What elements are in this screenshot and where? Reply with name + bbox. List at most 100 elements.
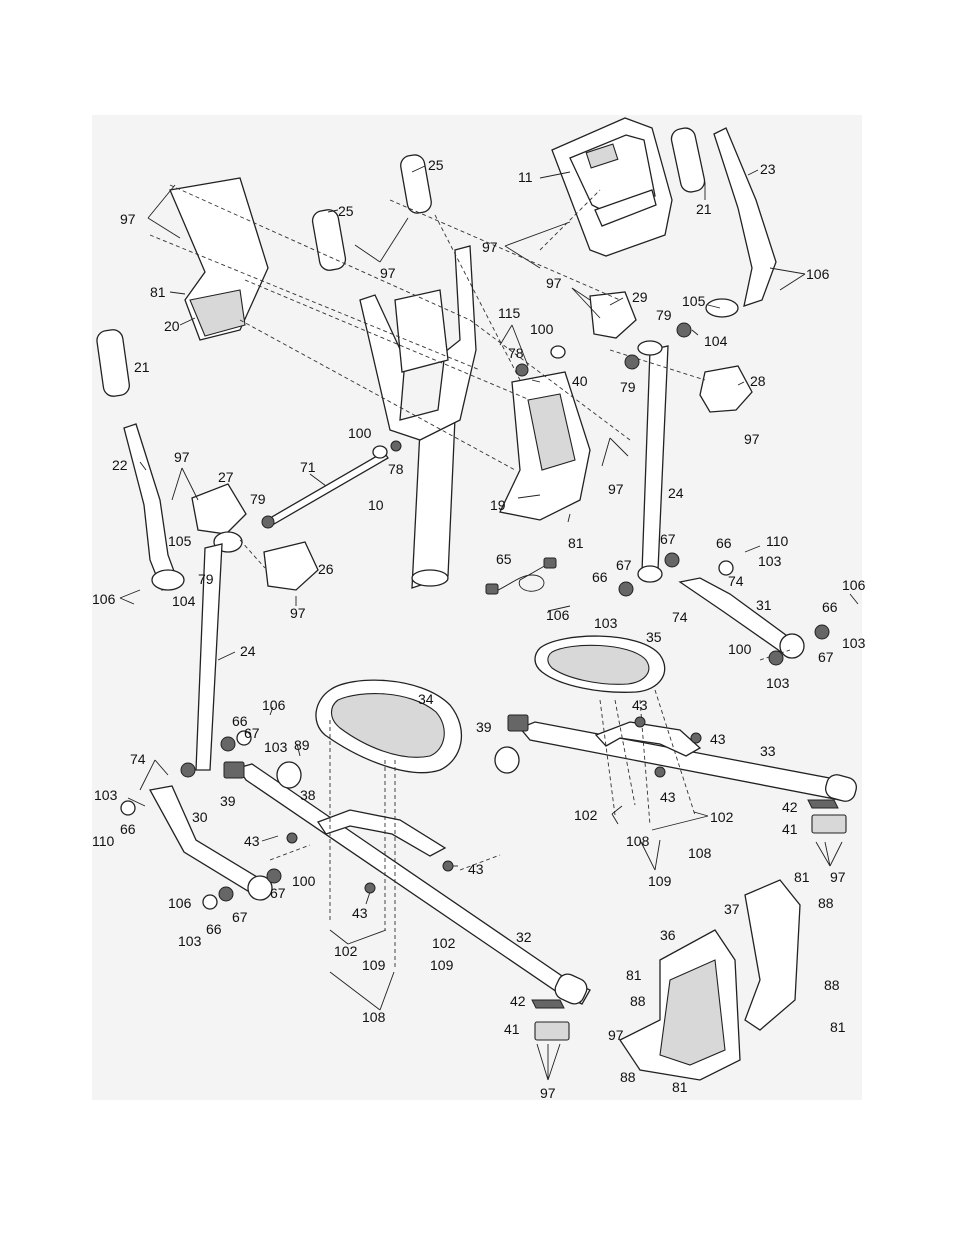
callout-label: 88 [630,993,646,1009]
callout-label: 79 [620,379,636,395]
callout-label: 22 [112,457,128,473]
callout-label: 78 [508,345,524,361]
callout-label: 108 [626,833,650,849]
callout-label: 104 [172,593,196,609]
callout-label: 97 [608,1027,624,1043]
callout-label: 102 [432,935,456,951]
callout-label: 105 [168,533,192,549]
callout-label: 66 [716,535,732,551]
callout-label: 106 [92,591,116,607]
callout-label: 66 [822,599,838,615]
power-cord-part [485,557,557,595]
callout-label: 103 [842,635,866,651]
callout-label: 110 [766,533,789,549]
callout-label: 88 [620,1069,636,1085]
callout-label: 97 [540,1085,556,1101]
callout-label: 103 [758,553,782,569]
callout-label: 67 [232,909,248,925]
callout-label: 100 [292,873,316,889]
callout-label: 108 [688,845,712,861]
callout-label: 65 [496,551,512,567]
shroud-26-27-parts [191,483,319,591]
callout-label: 43 [660,789,676,805]
callout-label: 34 [418,691,434,707]
callout-label: 36 [660,927,676,943]
callout-label: 66 [232,713,248,729]
callout-label: 28 [750,373,766,389]
callout-label: 35 [646,629,662,645]
callout-label: 66 [120,821,136,837]
callout-label: 97 [482,239,498,255]
callout-label: 71 [300,459,316,475]
callout-label: 19 [490,497,506,513]
callout-label: 11 [518,169,533,185]
callout-label: 103 [178,933,202,949]
callout-label: 67 [660,531,676,547]
callout-label: 10 [368,497,384,513]
callout-label: 31 [756,597,772,613]
callout-label: 106 [842,577,866,593]
callout-label: 25 [428,157,444,173]
callout-label: 79 [250,491,266,507]
callout-label: 21 [696,201,712,217]
callout-label: 67 [244,725,260,741]
shroud-28-29-parts [589,291,753,413]
center-upright-part [359,245,477,589]
lower-arm-parts [195,340,669,771]
callout-label: 103 [94,787,118,803]
leader-lines [119,165,859,1081]
callout-label: 39 [220,793,236,809]
callout-label: 78 [388,461,404,477]
callout-label: 81 [830,1019,846,1035]
right-handlebar-part [670,127,777,318]
callout-label: 97 [380,265,396,281]
callout-label: 74 [728,573,744,589]
callout-label: 20 [164,318,180,334]
callout-label: 103 [594,615,618,631]
callout-label: 97 [744,431,760,447]
pedal-platform-parts [315,635,666,774]
callout-label: 25 [338,203,354,219]
callout-label: 43 [352,905,368,921]
callout-label: 67 [270,885,286,901]
callout-label: 106 [806,266,830,282]
left-handlebar-part [96,329,185,591]
callout-label: 24 [668,485,684,501]
callout-label: 32 [516,929,532,945]
callout-label: 88 [818,895,834,911]
callout-label: 97 [546,275,562,291]
callout-label: 24 [240,643,256,659]
callout-label: 115 [498,305,521,321]
roller-parts [223,714,529,789]
callout-label: 81 [672,1079,688,1095]
callout-label: 100 [728,641,752,657]
foot-parts [531,799,847,1041]
callout-label: 106 [262,697,286,713]
callout-labels: 97 25 25 97 11 23 21 97 106 81 20 115 10… [92,157,866,1101]
callout-label: 66 [592,569,608,585]
callout-label: 108 [362,1009,386,1025]
console-part [551,117,673,257]
callout-label: 67 [818,649,834,665]
callout-label: 30 [192,809,208,825]
callout-label: 102 [574,807,598,823]
rear-shroud-parts [619,879,801,1081]
callout-label: 110 [92,833,115,849]
callout-label: 81 [626,967,642,983]
right-shroud-part [499,371,591,521]
callout-label: 41 [782,821,798,837]
callout-label: 97 [830,869,846,885]
callout-label: 105 [682,293,706,309]
callout-label: 106 [546,607,570,623]
callout-label: 81 [568,535,584,551]
callout-label: 26 [318,561,334,577]
pedal-arm-parts [148,577,805,901]
callout-label: 74 [130,751,146,767]
callout-label: 39 [476,719,492,735]
callout-label: 43 [468,861,484,877]
callout-label: 97 [290,605,306,621]
callout-label: 89 [294,737,310,753]
callout-label: 100 [530,321,554,337]
callout-label: 40 [572,373,588,389]
